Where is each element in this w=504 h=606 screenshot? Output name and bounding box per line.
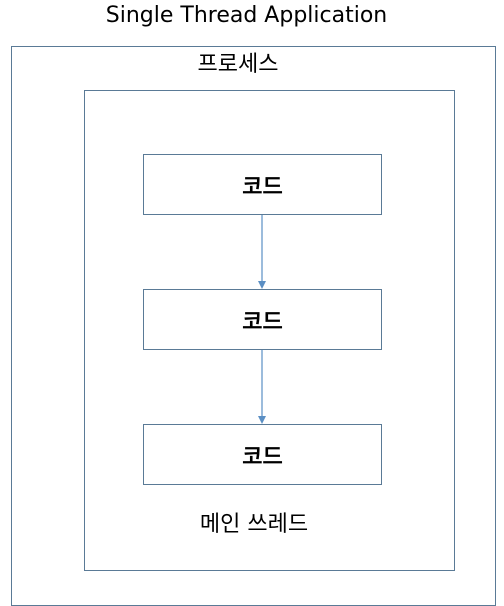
code-block-2: 코드	[143, 289, 382, 350]
main-thread-label: 메인 쓰레드	[199, 512, 309, 537]
diagram-title: Single Thread Application	[105, 3, 388, 28]
code-block-1: 코드	[143, 154, 382, 215]
process-label: 프로세스	[197, 52, 279, 77]
code-block-1-label: 코드	[242, 174, 283, 200]
code-block-3: 코드	[143, 424, 382, 485]
main-thread-container	[84, 90, 455, 571]
code-block-3-label: 코드	[242, 444, 283, 470]
code-block-2-label: 코드	[242, 309, 283, 335]
